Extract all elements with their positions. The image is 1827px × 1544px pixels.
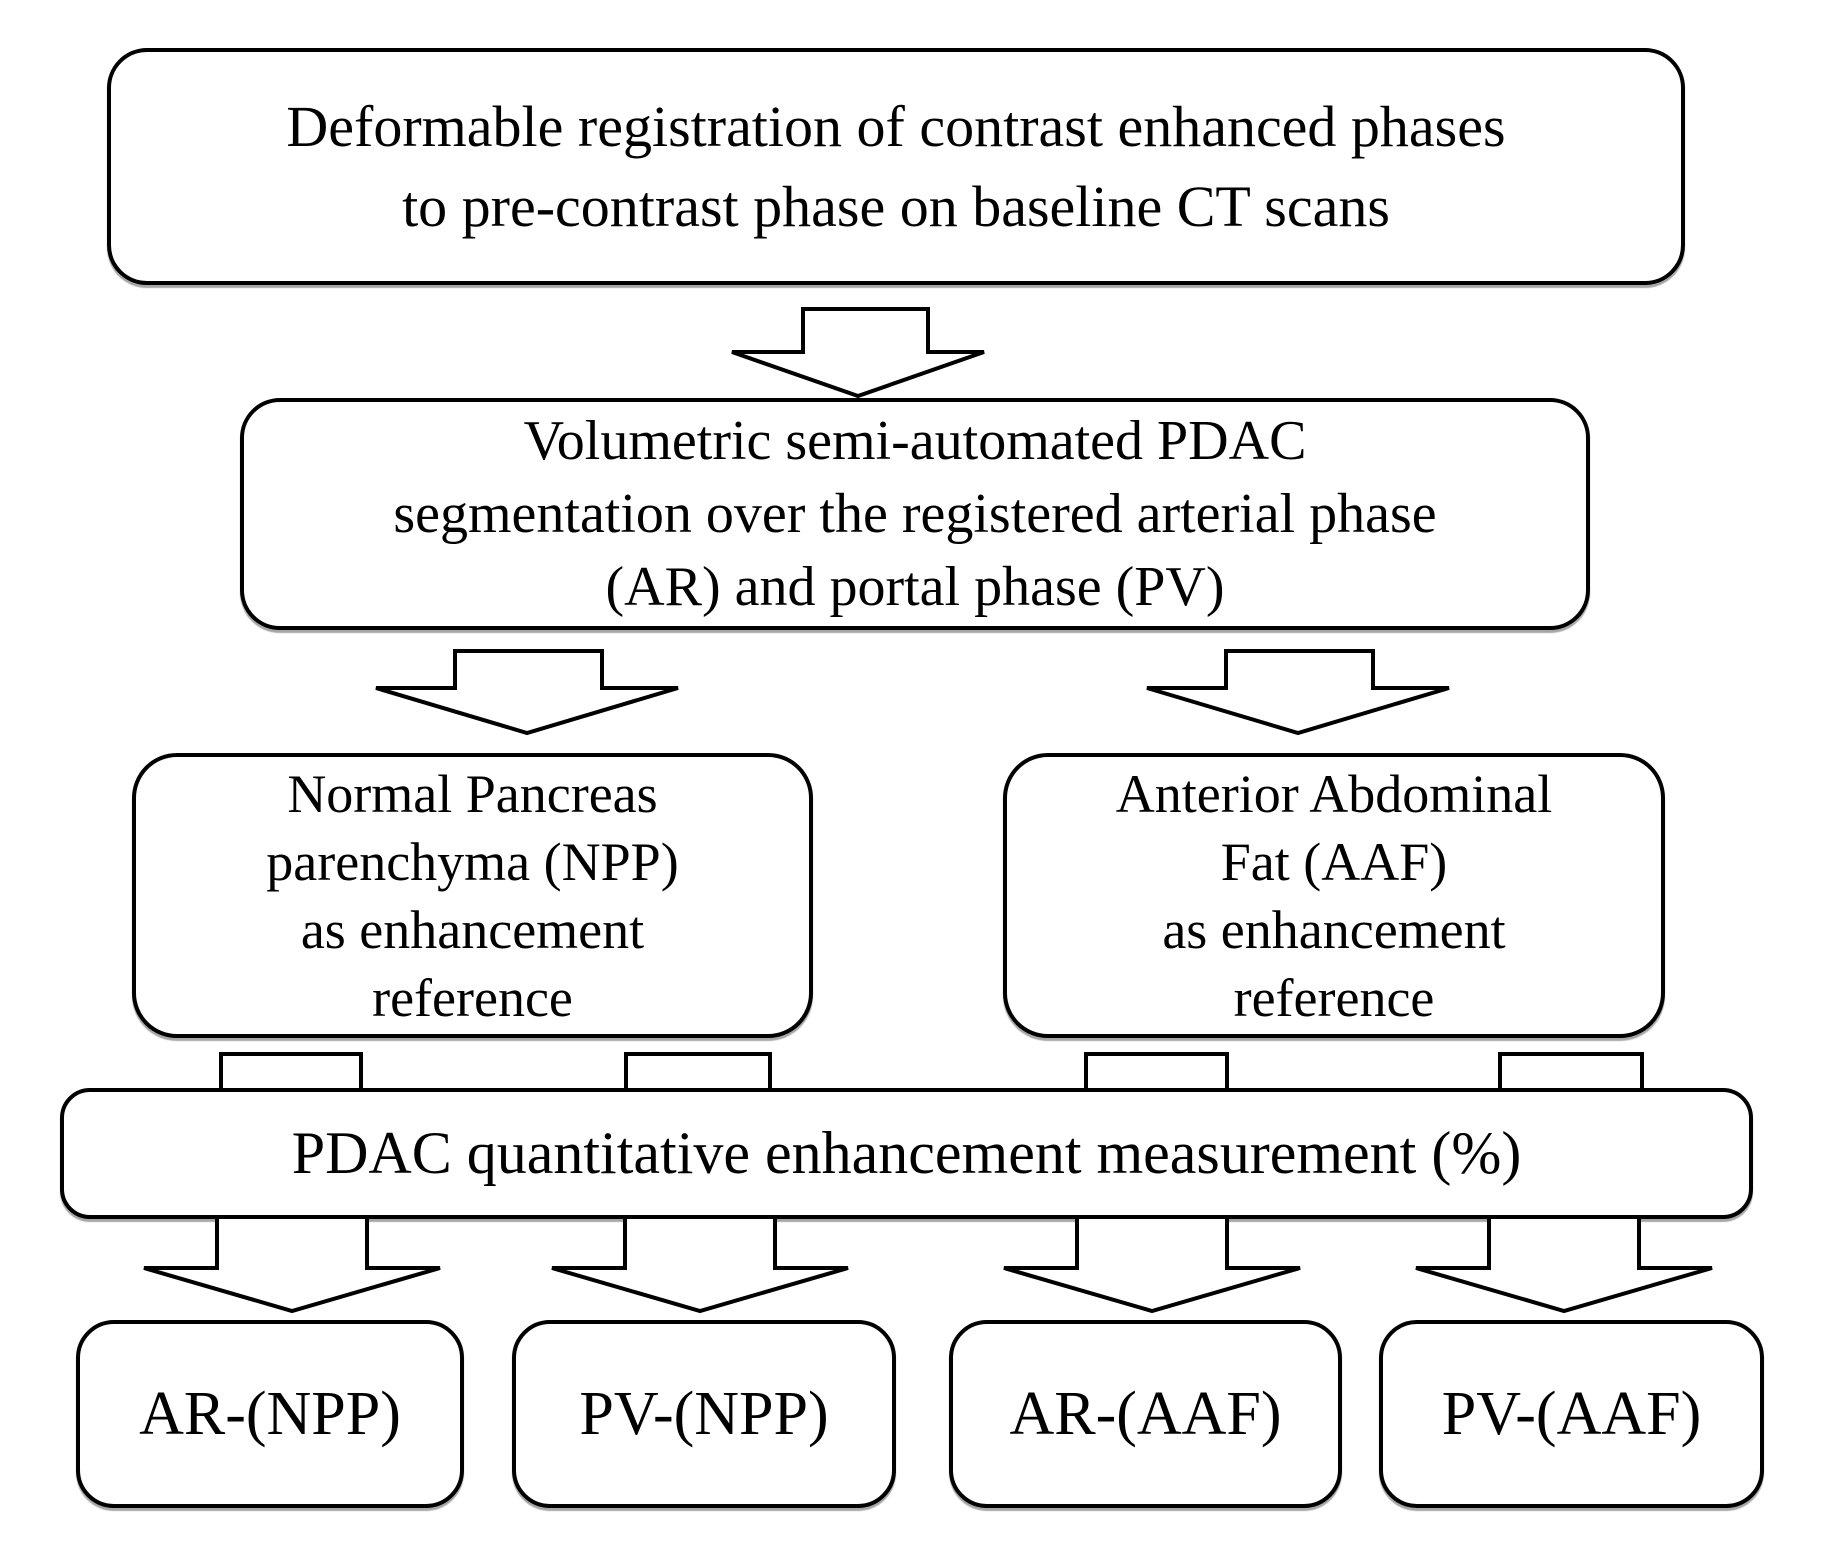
node-ar-aaf-label: AR-(AAF) [1009, 1379, 1282, 1448]
connector [624, 1052, 772, 1090]
down-arrow-icon [1146, 649, 1450, 736]
node-pv-npp-label: PV-(NPP) [579, 1379, 829, 1448]
down-arrow-icon [375, 649, 679, 736]
node-ar-npp-label: AR-(NPP) [139, 1379, 401, 1448]
connector [219, 1052, 363, 1090]
down-arrow-icon [731, 307, 985, 399]
node-registration: Deformable registration of contrast enha… [107, 48, 1685, 285]
node-ar-aaf: AR-(AAF) [949, 1320, 1342, 1508]
down-arrow-icon [551, 1219, 849, 1314]
node-pv-aaf: PV-(AAF) [1379, 1320, 1764, 1508]
node-ar-npp: AR-(NPP) [76, 1320, 464, 1508]
node-pv-aaf-label: PV-(AAF) [1441, 1379, 1702, 1448]
connector [1084, 1052, 1229, 1090]
down-arrow-icon [1415, 1219, 1713, 1314]
down-arrow-icon [1003, 1219, 1301, 1314]
down-arrow-icon [143, 1219, 441, 1314]
node-registration-label: Deformable registration of contrast enha… [286, 93, 1506, 239]
node-measurement-label: PDAC quantitative enhancement measuremen… [291, 1120, 1522, 1186]
node-pv-npp: PV-(NPP) [512, 1320, 896, 1508]
connector [1498, 1052, 1644, 1090]
node-measurement: PDAC quantitative enhancement measuremen… [60, 1088, 1753, 1219]
